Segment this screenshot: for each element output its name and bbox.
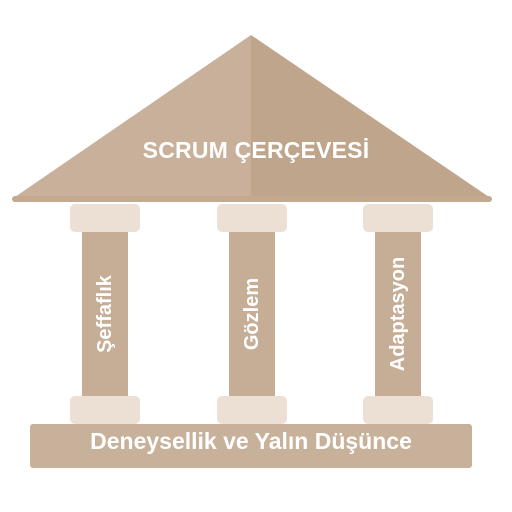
pillar-1-label: Şeffaflık bbox=[94, 275, 116, 353]
pillar-3-bottom-cap bbox=[363, 396, 433, 424]
pillar-2-top-cap bbox=[217, 204, 287, 232]
pillar-1-top-cap bbox=[70, 204, 140, 232]
pillar-2-label: Gözlem bbox=[241, 277, 263, 351]
roof-right bbox=[251, 35, 492, 199]
roof-bottom-edge bbox=[12, 196, 492, 202]
foundation-label: Deneysellik ve Yalın Düşünce bbox=[90, 428, 412, 454]
pillar-1-column bbox=[82, 232, 128, 396]
pillar-3-column bbox=[375, 232, 421, 396]
pillar-3-label: Adaptasyon bbox=[387, 256, 409, 372]
pillar-1-bottom-cap bbox=[70, 396, 140, 424]
roof-left bbox=[12, 35, 251, 199]
pillar-2-bottom-cap bbox=[217, 396, 287, 424]
foundation-base bbox=[30, 424, 472, 468]
pillar-3-top-cap bbox=[363, 204, 433, 232]
roof-title: SCRUM ÇERÇEVESİ bbox=[142, 137, 370, 163]
pillar-2-column bbox=[229, 232, 275, 396]
